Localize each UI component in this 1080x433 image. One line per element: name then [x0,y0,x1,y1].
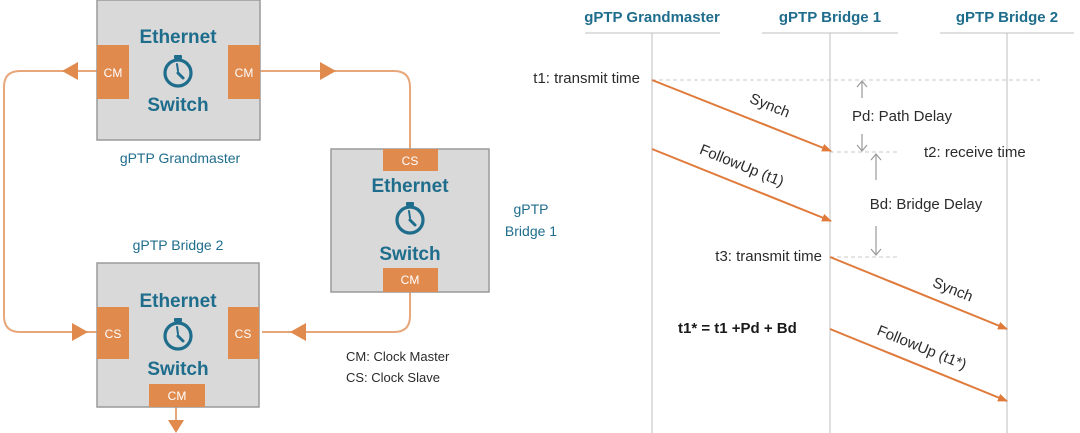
bridge1-caption-line2: Bridge 1 [505,223,557,239]
grandmaster-port-left: CM [104,66,123,80]
delay-markers [856,80,882,256]
grandmaster-caption: gPTP Grandmaster [120,150,241,166]
legend-cm: CM: Clock Master [346,349,450,364]
legend-cs: CS: Clock Slave [346,370,440,385]
grandmaster-ethernet-label: Ethernet [139,27,217,48]
bridge2-port-left: CS [105,327,122,341]
messages [651,79,1008,402]
message-followup-2 [829,328,1008,402]
time-reference-lines [652,79,1040,258]
message-followup-1-label: FollowUp (t1) [697,141,786,190]
bridge2-switch: CS CS CM Ethernet Switch [96,262,260,408]
message-synch-2 [829,256,1008,330]
bridge1-switch-label: Switch [379,244,440,265]
network-links [3,70,411,425]
t1-label: t1: transmit time [533,70,640,87]
bridge2-port-bottom: CM [168,389,187,403]
lane-lines [585,32,1074,433]
message-synch-1-label: Synch [747,90,792,121]
bridge1-caption-line1: gPTP [513,201,548,217]
bridge1-ethernet-label: Ethernet [371,176,449,197]
bridge2-switch-label: Switch [147,359,208,380]
bd-label: Bd: Bridge Delay [870,196,983,213]
bridge1-port-top: CS [402,154,419,168]
formula-label: t1* = t1 +Pd + Bd [678,320,797,337]
bridge2-ethernet-label: Ethernet [139,291,217,312]
grandmaster-port-right: CM [235,66,254,80]
t3-label: t3: transmit time [715,248,822,265]
lane-header-grandmaster: gPTP Grandmaster [584,9,720,26]
lane-header-bridge1: gPTP Bridge 1 [779,9,881,26]
grandmaster-switch-label: Switch [147,95,208,116]
bridge1-port-bottom: CM [401,273,420,287]
arrow-head-icon [62,62,336,433]
grandmaster-switch: CM CM Ethernet Switch [96,0,261,141]
bridge2-caption: gPTP Bridge 2 [133,237,224,253]
pd-label: Pd: Path Delay [852,108,953,125]
bridge1-switch: CS CM Ethernet Switch [330,148,490,293]
lane-header-bridge2: gPTP Bridge 2 [956,9,1058,26]
message-synch-1 [651,79,832,152]
t2-label: t2: receive time [924,144,1026,161]
message-followup-1 [651,148,832,222]
bridge2-port-right: CS [235,327,252,341]
lane-headers: gPTP Grandmaster gPTP Bridge 1 gPTP Brid… [584,9,1058,26]
